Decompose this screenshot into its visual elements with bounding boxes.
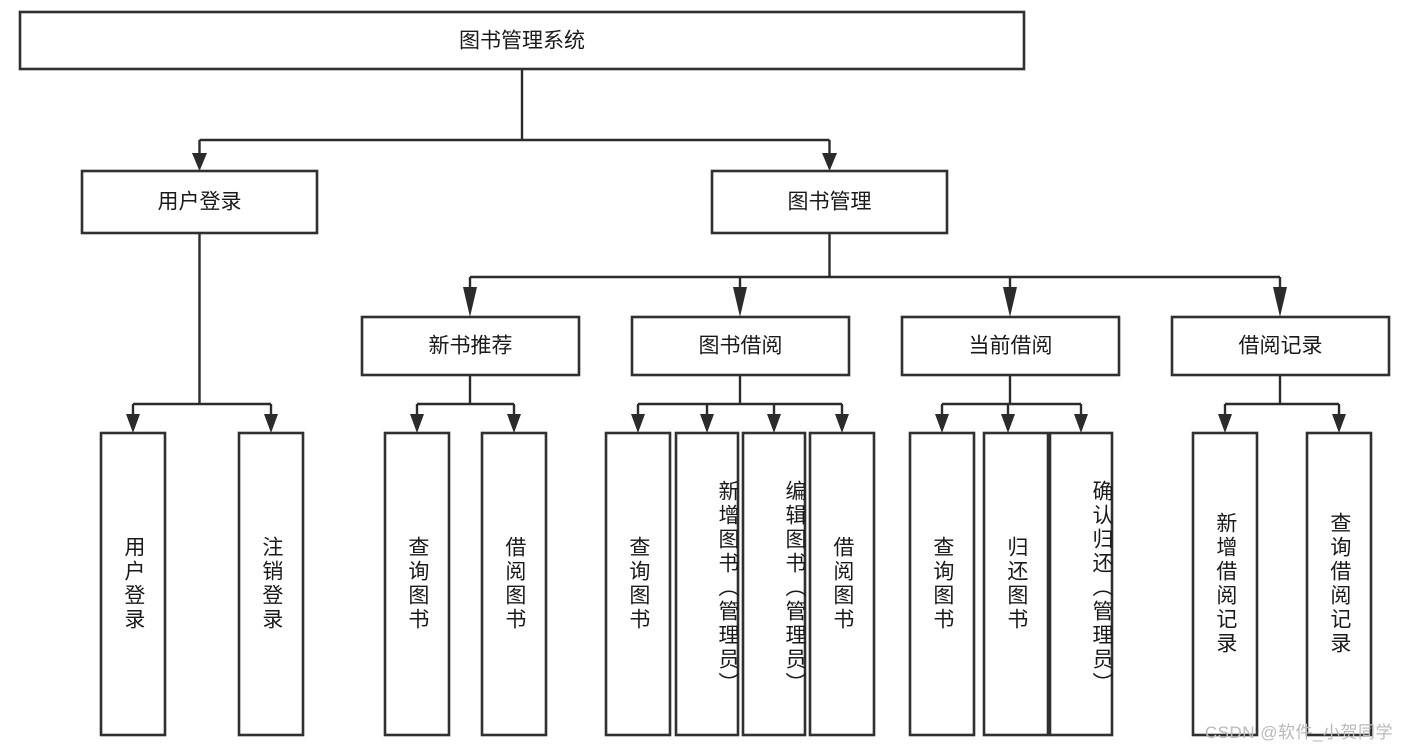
arrow-head-leaf-confirm-return-admin [1074, 414, 1088, 433]
node-box-leaf-edit-book-admin[interactable] [741, 431, 807, 737]
node-box-leaf-query-books-recommend[interactable] [383, 431, 451, 737]
node-box-borrow-record[interactable] [1170, 315, 1391, 377]
arrow-head-leaf-query-borrow-record [1332, 414, 1346, 433]
connectors-layer [126, 69, 1346, 433]
node-box-new-book-recommend[interactable] [360, 315, 581, 377]
node-box-root[interactable] [18, 10, 1026, 71]
arrow-head-book-borrow [733, 287, 747, 317]
arrow-head-leaf-borrow-books-recommend [507, 414, 521, 433]
node-label-current-borrow: 当前借阅 [969, 335, 1053, 358]
arrow-head-leaf-query-books-current [935, 414, 949, 433]
node-box-book-borrow[interactable] [630, 315, 851, 377]
node-label-book-management: 图书管理 [788, 191, 872, 214]
node-box-user-login[interactable] [80, 169, 319, 235]
node-box-leaf-borrow-books-borrow[interactable] [808, 431, 876, 737]
arrow-head-leaf-return-books [1001, 414, 1015, 433]
arrow-head-leaf-borrow-books-borrow [835, 414, 849, 433]
arrow-head-borrow-record [1273, 287, 1287, 317]
nodes-layer: 图书管理系统 用户登录 图书管理 新书推荐 图书借阅 当前借阅 借阅记录 [18, 10, 1391, 737]
arrow-head-leaf-add-borrow-record [1218, 414, 1232, 433]
node-label-book-borrow: 图书借阅 [699, 335, 783, 358]
arrow-head-book-management [822, 153, 837, 171]
arrow-head-leaf-user-login [126, 414, 140, 433]
watermark-text: CSDN @软件_小贺同学 [1204, 723, 1393, 742]
node-box-leaf-query-books-current[interactable] [908, 431, 976, 737]
node-label-user-login: 用户登录 [158, 191, 242, 214]
node-box-leaf-borrow-books-recommend[interactable] [480, 431, 548, 737]
node-box-leaf-add-borrow-record[interactable] [1191, 431, 1259, 737]
node-box-leaf-confirm-return-admin[interactable] [1048, 431, 1114, 737]
node-label-new-book-recommend: 新书推荐 [429, 335, 513, 358]
node-box-leaf-return-books[interactable] [982, 431, 1050, 737]
node-box-leaf-user-login[interactable] [99, 431, 167, 737]
node-label-root: 图书管理系统 [459, 30, 585, 53]
arrow-head-user-login [192, 153, 207, 171]
node-label-borrow-record: 借阅记录 [1239, 335, 1323, 358]
node-box-leaf-query-books-borrow[interactable] [604, 431, 672, 737]
arrow-head-leaf-query-books-borrow [631, 414, 645, 433]
node-box-leaf-logout[interactable] [237, 431, 305, 737]
node-box-book-management[interactable] [710, 169, 949, 235]
arrow-head-leaf-add-book-admin [700, 414, 714, 433]
node-box-leaf-add-book-admin[interactable] [674, 431, 740, 737]
node-box-leaf-query-borrow-record[interactable] [1305, 431, 1373, 737]
arrow-head-leaf-query-books-recommend [410, 414, 424, 433]
arrow-head-leaf-edit-book-admin [767, 414, 781, 433]
arrow-head-current-borrow [1003, 287, 1017, 317]
node-box-current-borrow[interactable] [900, 315, 1121, 377]
arrow-head-leaf-logout [264, 414, 278, 433]
arrow-head-new-book-recommend [463, 287, 477, 317]
